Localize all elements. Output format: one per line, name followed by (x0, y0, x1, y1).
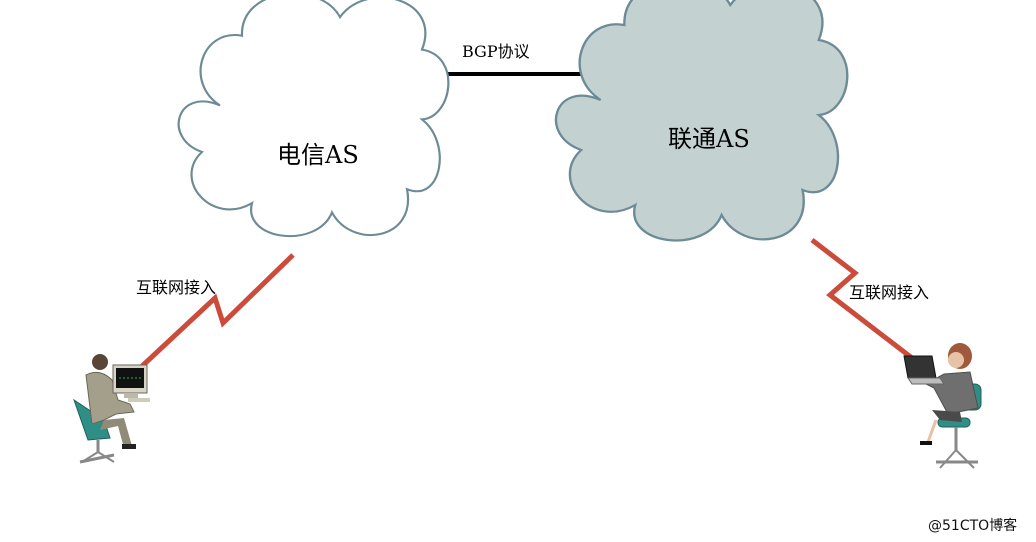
bgp-label: BGP协议 (462, 42, 530, 61)
person-at-laptop-icon (904, 343, 981, 468)
right-link-label: 互联网接入 (849, 283, 929, 302)
telecom-as-cloud (179, 0, 449, 236)
left-link-label: 互联网接入 (136, 278, 216, 297)
person-at-desktop-icon (74, 354, 150, 462)
unicom-as-cloud (556, 0, 847, 240)
unicom-as-label: 联通AS (668, 125, 750, 153)
telecom-as-label: 电信AS (277, 141, 359, 169)
left-internet-link (140, 255, 293, 368)
watermark: @51CTO博客 (928, 517, 1017, 534)
